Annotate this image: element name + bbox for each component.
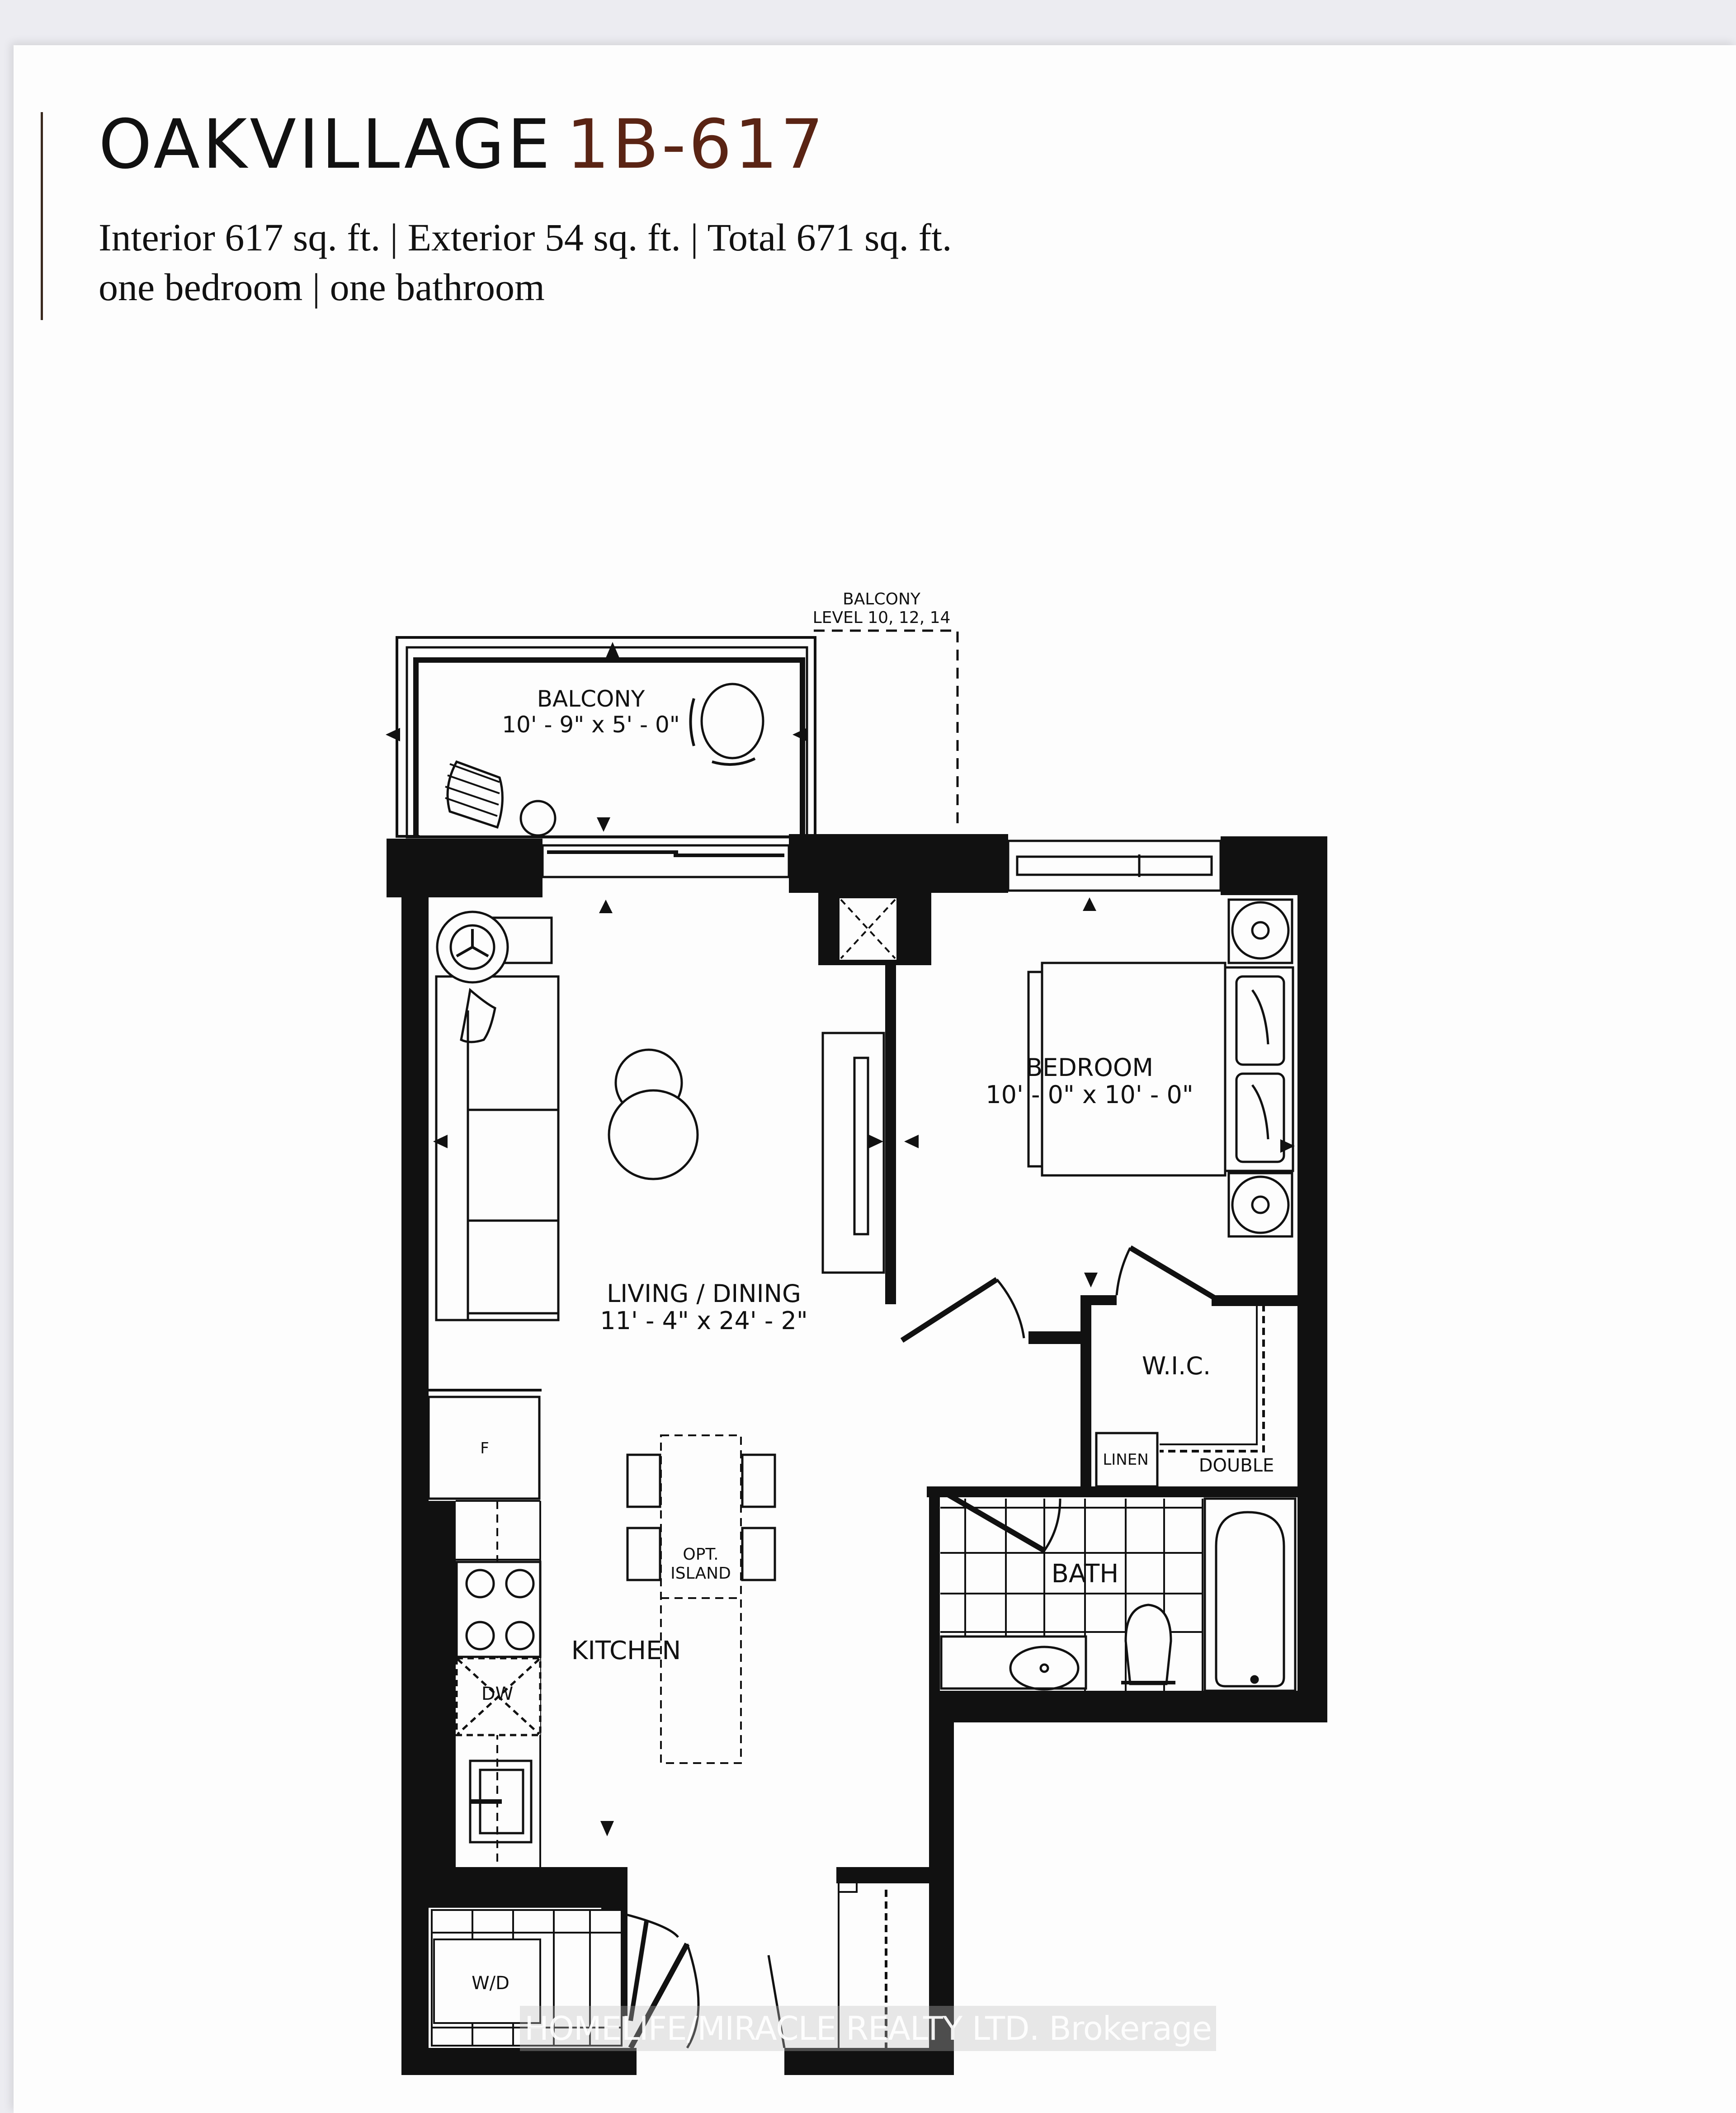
balcony-label: BALCONY [537, 686, 645, 712]
balcony-railing [396, 636, 816, 839]
kitchen-wall [429, 1501, 456, 1867]
bedroom-dimensions: 10' - 0" x 10' - 0" [986, 1080, 1193, 1109]
bath-label: BATH [1052, 1559, 1119, 1589]
wic-door [1115, 1245, 1216, 1300]
area-summary: Interior 617 sq. ft. | Exterior 54 sq. f… [99, 216, 952, 259]
interior-walls [885, 965, 1300, 1694]
bed-icon [1027, 962, 1294, 1177]
laundry-door [626, 1913, 679, 2021]
bedroom-door [900, 1277, 1025, 1343]
entry-closet [838, 1877, 887, 2048]
linen-label: LINEN [1103, 1451, 1148, 1469]
kitchen-label: KITCHEN [571, 1636, 681, 1665]
header-rule [41, 112, 43, 320]
entry-door [628, 1943, 786, 2049]
bar-stool-icon [626, 1453, 776, 1581]
nightstand-icon [1227, 898, 1293, 1238]
throw-blanket-icon [460, 988, 496, 1043]
toilet-icon [1121, 1604, 1175, 1685]
bedroom-label: BEDROOM [1026, 1053, 1153, 1082]
wic-label: W.I.C. [1142, 1352, 1211, 1380]
closet-shelving [1095, 1304, 1265, 1488]
optional-island [660, 1434, 742, 1764]
sofa-icon [435, 975, 560, 1321]
coffee-table-icon [608, 1048, 699, 1180]
bathtub-icon [1203, 1497, 1297, 1692]
bath-door [945, 1491, 1061, 1553]
bedroom-window [1007, 840, 1222, 892]
double-closet-label: DOUBLE [1199, 1455, 1274, 1476]
balcony-sliding-door [541, 844, 790, 878]
living-dining-dimensions: 11' - 4" x 24' - 2" [600, 1306, 807, 1335]
alt-balcony-label: BALCONY [843, 590, 921, 608]
fridge-icon [427, 1389, 542, 1500]
kitchen-sink-icon [469, 1759, 533, 1844]
project-name: OAKVILLAGE [99, 105, 553, 184]
balcony-table-icon [689, 683, 764, 766]
alt-balcony-levels: LEVEL 10, 12, 14 [813, 608, 951, 627]
dimension-arrows [386, 642, 1295, 1836]
island-label-line2: ISLAND [670, 1564, 731, 1583]
living-dining-label: LIVING / DINING [607, 1279, 801, 1308]
laundry-closet [431, 1909, 623, 2047]
model-number: 1B-617 [566, 105, 826, 184]
mechanical-shaft-icon [838, 896, 898, 962]
exterior-walls [387, 834, 1327, 2075]
floorplan-sheet [14, 45, 1736, 2113]
bath-tile-floor [940, 1499, 1203, 1691]
lounge-chair-icon [445, 760, 557, 837]
balcony-dimensions: 10' - 9" x 5' - 0" [502, 712, 680, 738]
fridge-label: F [480, 1439, 489, 1457]
room-summary: one bedroom | one bathroom [99, 265, 545, 309]
brokerage-watermark: HOMELIFE/MIRACLE REALTY LTD. Brokerage [520, 2006, 1216, 2051]
dishwasher-icon [455, 1657, 542, 1736]
side-table-icon [436, 910, 553, 984]
tv-console-icon [821, 1032, 885, 1274]
alt-balcony-outline [814, 629, 959, 830]
dishwasher-label: DW [481, 1684, 513, 1704]
cooktop-icon [455, 1561, 542, 1658]
laundry-label: W/D [472, 1973, 509, 1994]
island-label-line1: OPT. [683, 1545, 718, 1564]
unit-specs: Interior 617 sq. ft. | Exterior 54 sq. f… [99, 212, 952, 312]
vanity-sink-icon [940, 1635, 1087, 1691]
